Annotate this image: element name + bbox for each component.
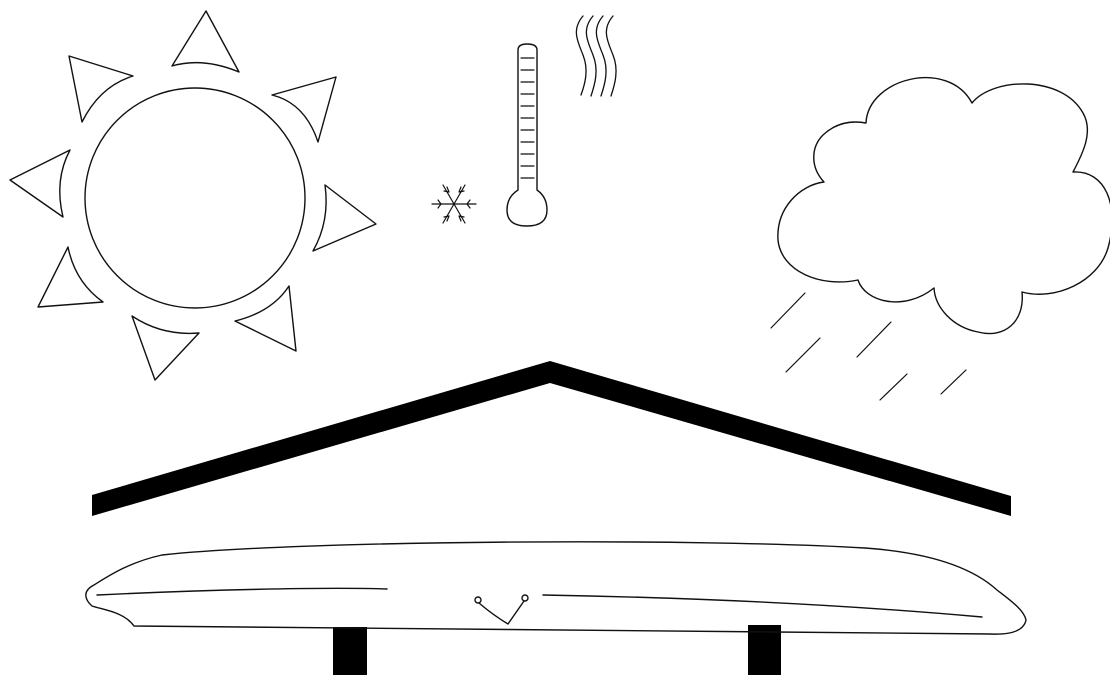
sun-icon	[10, 11, 376, 380]
rain-drops	[771, 293, 966, 400]
heat-waves-icon	[576, 16, 616, 96]
roof-icon	[92, 361, 1011, 516]
roof-box-seam-right	[543, 595, 982, 617]
roof-box-icon	[86, 542, 1026, 675]
thermometer-scale	[521, 58, 534, 178]
roof-box-lock	[479, 601, 524, 624]
roof-rack-leg-left	[333, 627, 367, 675]
roof-box-body	[86, 542, 1026, 634]
sun-ray	[10, 150, 70, 217]
roof-box-lock-pin	[522, 595, 528, 601]
sun-ray	[38, 247, 103, 307]
roof-box-seam-left	[97, 588, 387, 595]
roof-box-lock-pin	[475, 597, 481, 603]
sun-ray	[69, 56, 133, 122]
snowflake-icon	[432, 185, 476, 223]
rain-cloud-icon	[771, 78, 1110, 400]
sun-disc	[85, 88, 305, 308]
thermometer-outline	[507, 44, 547, 226]
sun-ray	[172, 11, 239, 72]
cloud-outline	[778, 78, 1110, 334]
sun-ray	[313, 185, 376, 251]
sun-ray	[132, 316, 199, 380]
sun-ray	[272, 77, 336, 142]
thermometer-icon	[507, 44, 547, 226]
